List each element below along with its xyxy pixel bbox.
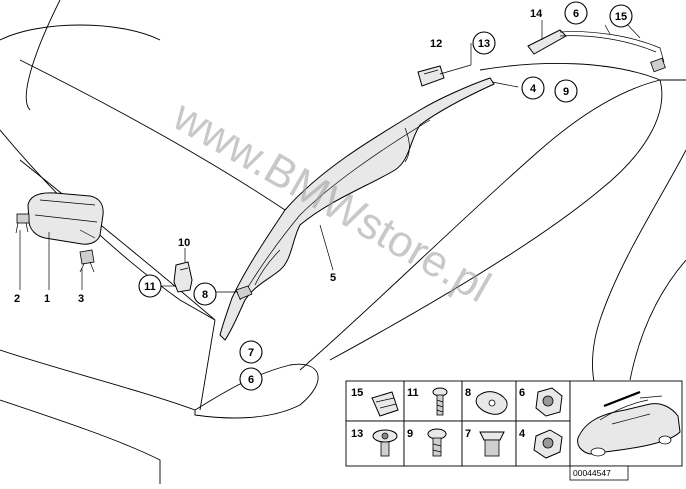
svg-text:4: 4 (530, 83, 537, 95)
legend-label-9: 9 (407, 428, 413, 440)
car-thumbnail-icon (577, 390, 681, 457)
svg-text:15: 15 (615, 11, 627, 23)
callout-3: 3 (78, 293, 84, 305)
svg-text:6: 6 (248, 374, 254, 386)
callout-9: 9 (554, 79, 578, 103)
svg-text:9: 9 (563, 86, 569, 98)
legend-label-4: 4 (519, 428, 526, 440)
nut-6-icon (535, 387, 563, 417)
svg-text:7: 7 (248, 347, 254, 359)
svg-text:8: 8 (202, 289, 208, 301)
screw-9-icon (427, 428, 447, 457)
top-clip (417, 65, 445, 87)
callout-1: 1 (44, 293, 50, 305)
callout-13: 13 (472, 31, 496, 55)
airbag-module-assembly (15, 192, 104, 273)
callout-10: 10 (178, 237, 190, 249)
grommet-8-icon (475, 391, 508, 415)
rivet-13-icon (372, 429, 398, 457)
callout-12: 12 (430, 38, 442, 50)
curtain-airbag (219, 77, 495, 341)
callout-8: 8 (193, 282, 217, 306)
gas-generator (527, 29, 666, 73)
legend-label-7: 7 (465, 428, 471, 440)
screw-11-icon (432, 387, 448, 416)
legend-label-15: 15 (351, 387, 363, 399)
callout-11: 11 (138, 274, 162, 298)
callout-2: 2 (14, 293, 20, 305)
nut-4-icon (533, 429, 563, 459)
svg-text:11: 11 (144, 281, 156, 293)
pillar-clip (235, 285, 253, 300)
callout-5: 5 (330, 272, 336, 284)
callout-7: 7 (239, 340, 263, 364)
legend-label-13: 13 (351, 428, 363, 440)
fastener-legend: 15 11 8 6 13 9 7 4 (345, 380, 683, 481)
leader-lines (19, 20, 641, 293)
callout-4: 4 (521, 76, 545, 100)
callout-6-top: 6 (564, 1, 588, 25)
legend-label-11: 11 (407, 387, 419, 399)
svg-text:13: 13 (478, 38, 490, 50)
mounting-bracket (173, 261, 193, 293)
callout-14: 14 (530, 8, 543, 20)
callout-15: 15 (609, 4, 633, 28)
spreader-nut-7-icon (479, 431, 505, 457)
svg-text:6: 6 (573, 8, 579, 20)
callout-6-bottom: 6 (239, 367, 263, 391)
clip-15-icon (371, 391, 399, 417)
reference-code: 00044547 (573, 468, 611, 478)
legend-label-6: 6 (519, 387, 525, 399)
legend-label-8: 8 (465, 387, 471, 399)
